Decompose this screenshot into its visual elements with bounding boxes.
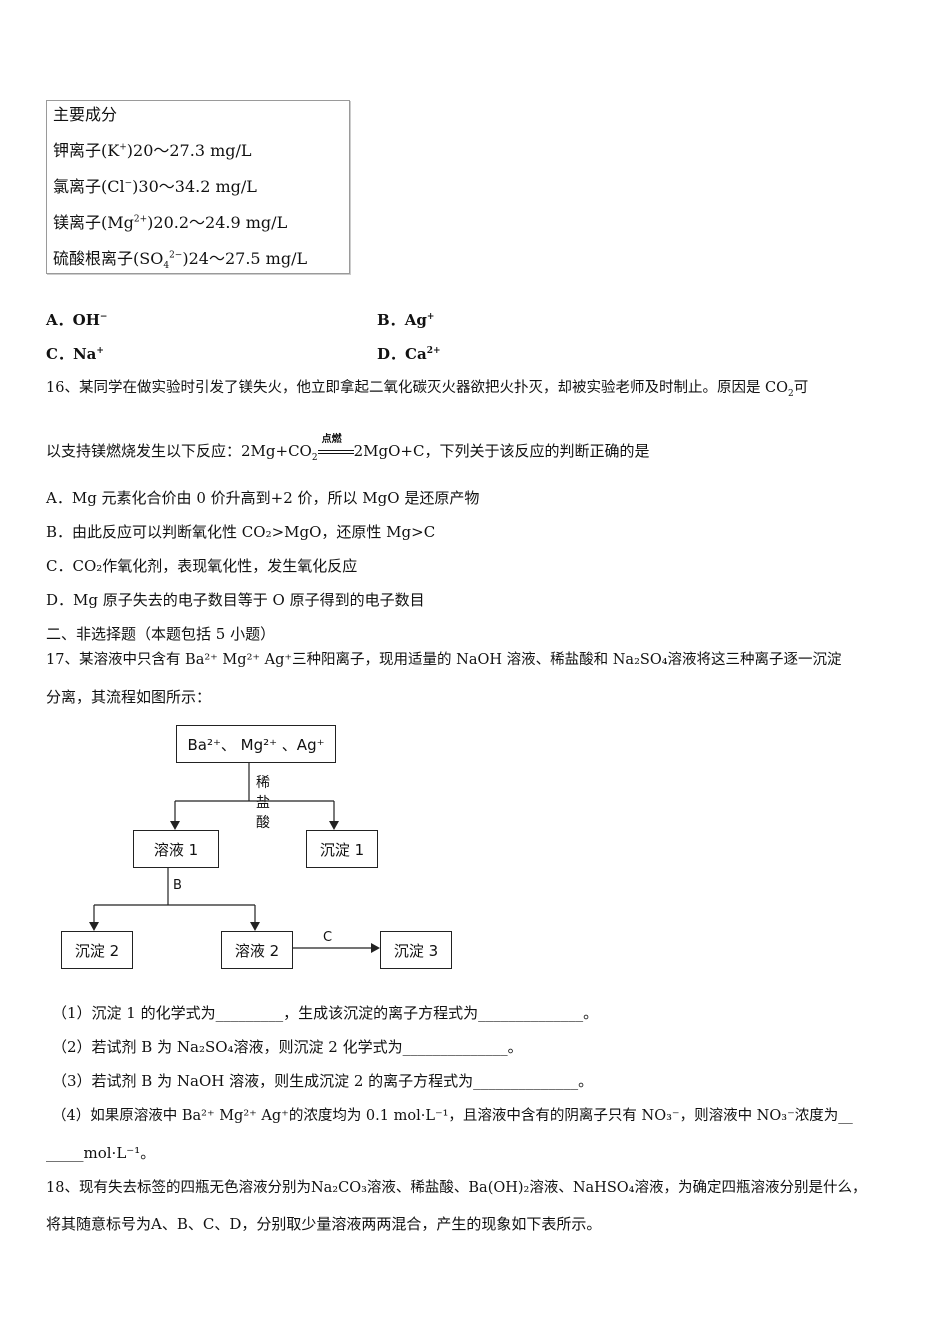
q18-line1: 18、现有失去标签的四瓶无色溶液分别为Na₂CO₃溶液、稀盐酸、Ba(OH)₂溶…	[46, 1180, 867, 1196]
flow-solution2-box: 溶液 2	[221, 931, 293, 969]
mineral-composition-table: 主要成分 钾离子(K+)20～27.3 mg/L 氯离子(Cl−)30～34.2…	[46, 100, 350, 274]
q16-option-c: C．CO₂作氧化剂，表现氧化性，发生氧化反应	[46, 557, 358, 575]
q17-sub2: （2）若试剂 B 为 Na₂SO₄溶液，则沉淀 2 化学式为__________…	[52, 1038, 523, 1056]
flow-precip3-box: 沉淀 3	[380, 931, 452, 969]
q17-stem-line1: 17、某溶液中只含有 Ba²⁺ Mg²⁺ Ag⁺三种阳离子，现用适量的 NaOH…	[46, 652, 842, 668]
q17-sub4-line1: （4）如果原溶液中 Ba²⁺ Mg²⁺ Ag⁺的浓度均为 0.1 mol·L⁻¹…	[52, 1108, 853, 1124]
table-header: 主要成分	[53, 105, 118, 124]
table-row-potassium: 钾离子(K+)20～27.3 mg/L	[53, 141, 252, 160]
q18-line2: 将其随意标号为A、B、C、D，分别取少量溶液两两混合，产生的现象如下表所示。	[46, 1215, 602, 1233]
q17-sub4-line2: _____mol·L⁻¹。	[46, 1144, 156, 1162]
flow-precip2-box: 沉淀 2	[61, 931, 133, 969]
section-title: 二、非选择题（本题包括 5 小题）	[46, 625, 276, 643]
flow-start-box: Ba²⁺、 Mg²⁺ 、Ag⁺	[176, 725, 336, 763]
flow-reagent-hcl: 稀盐酸	[256, 775, 270, 831]
flow-precip1-box: 沉淀 1	[306, 830, 378, 868]
q17-stem-line2: 分离，其流程如图所示：	[46, 688, 212, 706]
q16-option-a: A．Mg 元素化合价由 0 价升高到+2 价，所以 MgO 是还原产物	[46, 489, 480, 507]
q15-option-c: C．Na+	[46, 345, 104, 363]
flow-reagent-c: C	[323, 930, 333, 945]
q16-stem-line1: 16、某同学在做实验时引发了镁失火，他立即拿起二氧化碳灭火器欲把火扑灭，却被实验…	[46, 380, 809, 399]
q15-option-a: A．OH−	[46, 311, 108, 329]
q16-option-b: B．由此反应可以判断氧化性 CO₂>MgO，还原性 Mg>C	[46, 523, 436, 541]
table-row-sulfate: 硫酸根离子(SO42−)24～27.5 mg/L	[53, 249, 308, 272]
table-row-magnesium: 镁离子(Mg2+)20.2～24.9 mg/L	[53, 213, 288, 232]
table-row-chloride: 氯离子(Cl−)30～34.2 mg/L	[53, 177, 257, 196]
q17-sub1: （1）沉淀 1 的化学式为_________，生成该沉淀的离子方程式为_____…	[52, 1004, 599, 1022]
q16-option-d: D．Mg 原子失去的电子数目等于 O 原子得到的电子数目	[46, 591, 425, 609]
q15-option-b: B．Ag+	[377, 311, 435, 329]
flow-solution1-box: 溶液 1	[133, 830, 219, 868]
flow-reagent-b: B	[173, 878, 182, 893]
q15-option-d: D．Ca2+	[377, 345, 441, 363]
q17-sub3: （3）若试剂 B 为 NaOH 溶液，则生成沉淀 2 的离子方程式为______…	[52, 1072, 594, 1090]
reaction-arrow: 点燃	[317, 434, 354, 462]
